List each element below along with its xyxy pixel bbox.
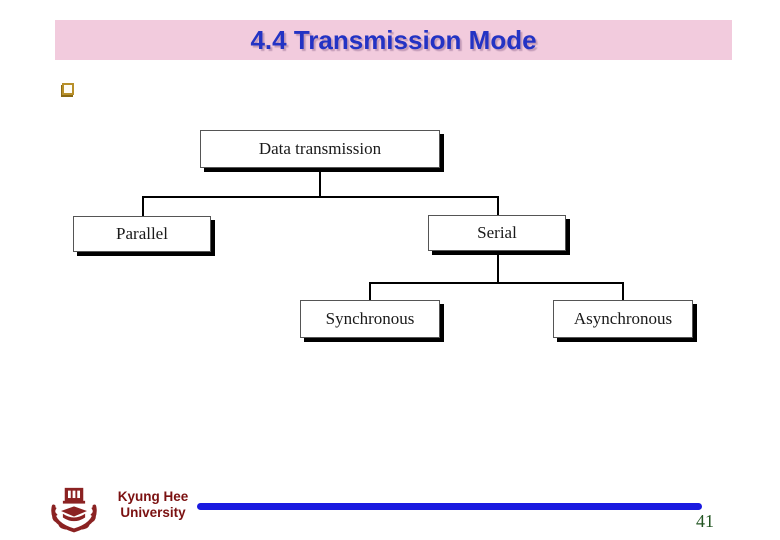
organization-name-line2: University xyxy=(120,505,186,520)
square-bullet-icon xyxy=(62,83,74,95)
connector-level2-horizontal xyxy=(369,282,624,284)
connector-root-vertical xyxy=(319,168,321,198)
footer-divider-line xyxy=(197,503,702,510)
connector-asynchronous-vertical xyxy=(622,282,624,302)
connector-parallel-vertical xyxy=(142,196,144,218)
connector-serial-vertical xyxy=(497,196,499,217)
node-asynchronous: Asynchronous xyxy=(553,300,693,338)
title-bar: 4.4 Transmission Mode xyxy=(55,20,732,60)
page-number: 41 xyxy=(696,511,714,531)
node-data-transmission: Data transmission xyxy=(200,130,440,168)
connector-serial-down-vertical xyxy=(497,251,499,284)
connector-synchronous-vertical xyxy=(369,282,371,302)
node-serial: Serial xyxy=(428,215,566,251)
node-synchronous: Synchronous xyxy=(300,300,440,338)
organization-name: Kyung Hee University xyxy=(103,489,203,521)
node-parallel: Parallel xyxy=(73,216,211,252)
kyung-hee-university-logo-icon xyxy=(51,487,97,533)
page-title: 4.4 Transmission Mode xyxy=(250,24,537,55)
connector-level1-horizontal xyxy=(142,196,499,198)
organization-name-line1: Kyung Hee xyxy=(117,489,189,504)
